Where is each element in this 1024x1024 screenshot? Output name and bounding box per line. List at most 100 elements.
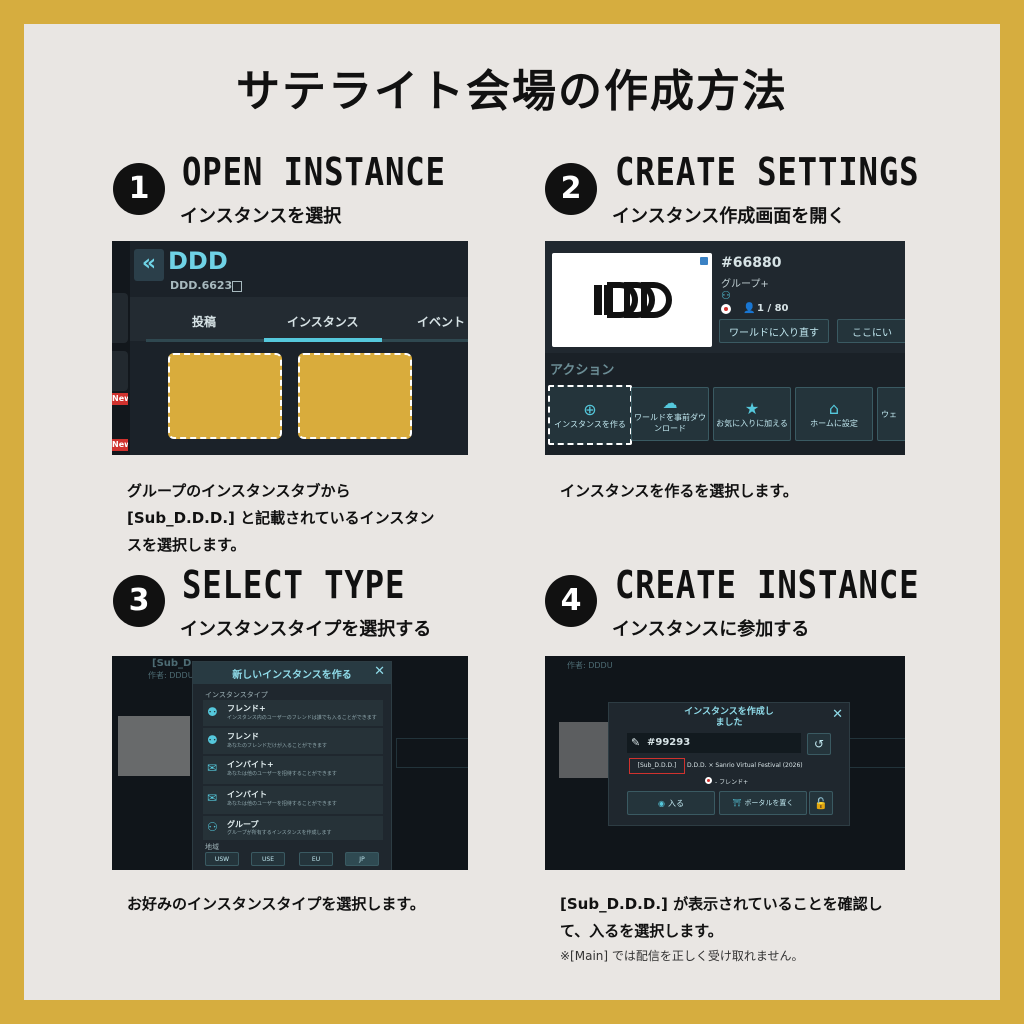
type-desc: あなたのフレンドだけが入ることができます: [227, 743, 328, 749]
active-tab-indicator: [264, 338, 382, 342]
japan-flag-icon: [721, 304, 731, 314]
reload-world-label: ワールドに入り直す: [729, 327, 819, 339]
lock-icon[interactable]: 🔓: [809, 791, 833, 815]
instance-id: #66880: [721, 255, 782, 271]
step-2-name: CREATE SETTINGS: [615, 150, 920, 194]
close-icon[interactable]: ✕: [832, 707, 843, 722]
region-label-eu: EU: [311, 855, 321, 863]
japan-flag-icon: [705, 777, 712, 784]
region-jp-button[interactable]: JP: [345, 852, 379, 866]
step-4-screenshot: 作者: DDDU インスタンスを作成し ました ✕ ✎ #99293 ↺ [Su…: [545, 656, 905, 870]
step-3-screenshot: [Sub_D 作者: DDDU 新しいインスタンスを作る ✕ インスタンスタイプ…: [112, 656, 468, 870]
close-icon[interactable]: ✕: [374, 664, 385, 679]
step-3-sub: インスタンスタイプを選択する: [180, 619, 432, 640]
world-thumbnail: [552, 253, 712, 347]
portal-icon: ⛩: [732, 799, 742, 807]
new-badge: New: [112, 439, 128, 451]
step-4-name: CREATE INSTANCE: [615, 563, 920, 607]
type-option-invite[interactable]: ✉ インバイト あなたは他のユーザーを招待することができます: [203, 786, 383, 814]
region-usw-button[interactable]: USW: [205, 852, 239, 866]
instance-id-field[interactable]: ✎ #99293: [627, 733, 801, 753]
type-name: グループ: [227, 820, 259, 829]
step-3-description: お好みのインスタンスタイプを選択します。: [127, 895, 425, 913]
copy-icon[interactable]: [232, 281, 242, 292]
group-name: DDD: [168, 247, 228, 275]
portal-label: ポータルを置く: [744, 799, 794, 807]
step-1-screenshot: New New « DDD DDD.6623 投稿 インスタンス イベント: [112, 241, 468, 455]
region-eu-button[interactable]: EU: [299, 852, 333, 866]
step-2-screenshot: #66880 グループ+ ⚇ 👤 1 / 80 ワールドに入り直す ここにい ア…: [545, 241, 905, 455]
star-icon: ★: [744, 399, 760, 418]
favorite-button[interactable]: ★ お気に入りに加える: [713, 387, 791, 441]
step-3-name: SELECT TYPE: [182, 563, 406, 607]
type-desc: グループが所有するインスタンスを作成します: [227, 830, 332, 836]
step-4-description: [Sub_D.D.D.] が表示されていることを確認し て、入るを選択します。: [560, 895, 883, 940]
back-chevron-icon[interactable]: «: [134, 249, 164, 281]
create-instance-button[interactable]: ⊕ インスタンスを作る: [548, 385, 632, 445]
type-name: インバイト: [227, 790, 267, 799]
region-label-usw: USW: [214, 855, 230, 863]
invite-plus-icon: ✉: [207, 761, 218, 775]
history-icon[interactable]: ↺: [807, 733, 831, 755]
set-home-label: ホームに設定: [810, 419, 858, 428]
new-badge: New: [112, 393, 128, 405]
step-2-description: インスタンスを作るを選択します。: [560, 482, 798, 500]
instance-id: #99293: [647, 737, 691, 748]
tab-instances[interactable]: インスタンス: [287, 315, 359, 329]
predownload-button[interactable]: ☁ ワールドを事前ダウンロード: [631, 387, 709, 441]
ddd-logo-icon: [594, 282, 672, 318]
type-option-invite-plus[interactable]: ✉ インバイト+ あなたは他のユーザーを招待することができます: [203, 756, 383, 784]
tab-posts[interactable]: 投稿: [192, 315, 217, 329]
type-option-friends[interactable]: ⚉ フレンド あなたのフレンドだけが入ることができます: [203, 728, 383, 754]
plus-circle-icon: ⊕: [583, 400, 597, 419]
edit-icon[interactable]: ✎: [631, 736, 641, 749]
modal-title: 新しいインスタンスを作る: [232, 670, 352, 681]
portal-button[interactable]: ⛩ポータルを置く: [719, 791, 807, 815]
friends-plus-icon: ⚉: [207, 705, 218, 719]
invite-icon: ✉: [207, 791, 218, 805]
sub-tag: [Sub_D.D.D.]: [629, 758, 685, 774]
type-desc: あなたは他のユーザーを招待することができます: [227, 771, 337, 777]
join-button[interactable]: ◉入る: [627, 791, 715, 815]
instance-card[interactable]: [168, 353, 282, 439]
instance-created-modal: インスタンスを作成し ました ✕ ✎ #99293 ↺ [Sub_D.D.D.]…: [608, 702, 850, 826]
web-button[interactable]: ウェ: [877, 387, 905, 441]
here-button[interactable]: ここにい: [837, 319, 905, 343]
step-1-number: 1: [113, 163, 165, 215]
instance-card[interactable]: [298, 353, 412, 439]
instance-type: - フレンド+: [715, 779, 749, 786]
step-1-sub: インスタンスを選択: [180, 206, 342, 227]
page-title: サテライト会場の作成方法: [236, 66, 788, 117]
predownload-label: ワールドを事前ダウンロード: [634, 413, 706, 433]
region-label: 地域: [205, 843, 219, 851]
cloud-download-icon: ☁: [662, 394, 678, 412]
group-id: DDD.6623: [170, 279, 233, 292]
user-count: 1 / 80: [757, 303, 789, 314]
set-home-button[interactable]: ⌂ ホームに設定: [795, 387, 873, 441]
create-instance-label: インスタンスを作る: [554, 420, 626, 429]
bg-author: 作者: DDDU: [148, 671, 194, 680]
join-label: 入る: [667, 798, 684, 808]
action-heading: アクション: [550, 363, 615, 378]
region-label-jp: JP: [359, 855, 365, 863]
reload-world-button[interactable]: ワールドに入り直す: [719, 319, 829, 343]
friends-icon: ⚉: [207, 733, 218, 747]
type-option-group[interactable]: ⚇ グループ グループが所有するインスタンスを作成します: [203, 816, 383, 840]
group-type: グループ+: [721, 279, 769, 290]
step-1-description: グループのインスタンスタブから [Sub_D.D.D.] と記載されているインス…: [127, 482, 435, 554]
bg-author: 作者: DDDU: [567, 661, 613, 670]
tab-events[interactable]: イベント: [417, 315, 466, 329]
join-icon: ◉: [658, 798, 665, 808]
step-4-number: 4: [545, 575, 597, 627]
step-1-name: OPEN INSTANCE: [182, 150, 446, 194]
group-icon: ⚇: [207, 820, 218, 834]
type-desc: インスタンス内のユーザーのフレンドは誰でも入ることができます: [227, 715, 377, 721]
favorite-label: お気に入りに加える: [716, 419, 788, 428]
type-option-friends-plus[interactable]: ⚉ フレンド+ インスタンス内のユーザーのフレンドは誰でも入ることができます: [203, 700, 383, 726]
instance-type-label: インスタンスタイプ: [205, 691, 268, 699]
new-instance-modal: 新しいインスタンスを作る ✕ インスタンスタイプ ⚉ フレンド+ インスタンス内…: [192, 661, 392, 870]
type-desc: あなたは他のユーザーを招待することができます: [227, 801, 337, 807]
region-use-button[interactable]: USE: [251, 852, 285, 866]
step-3-number: 3: [113, 575, 165, 627]
region-label-use: USE: [262, 855, 274, 863]
